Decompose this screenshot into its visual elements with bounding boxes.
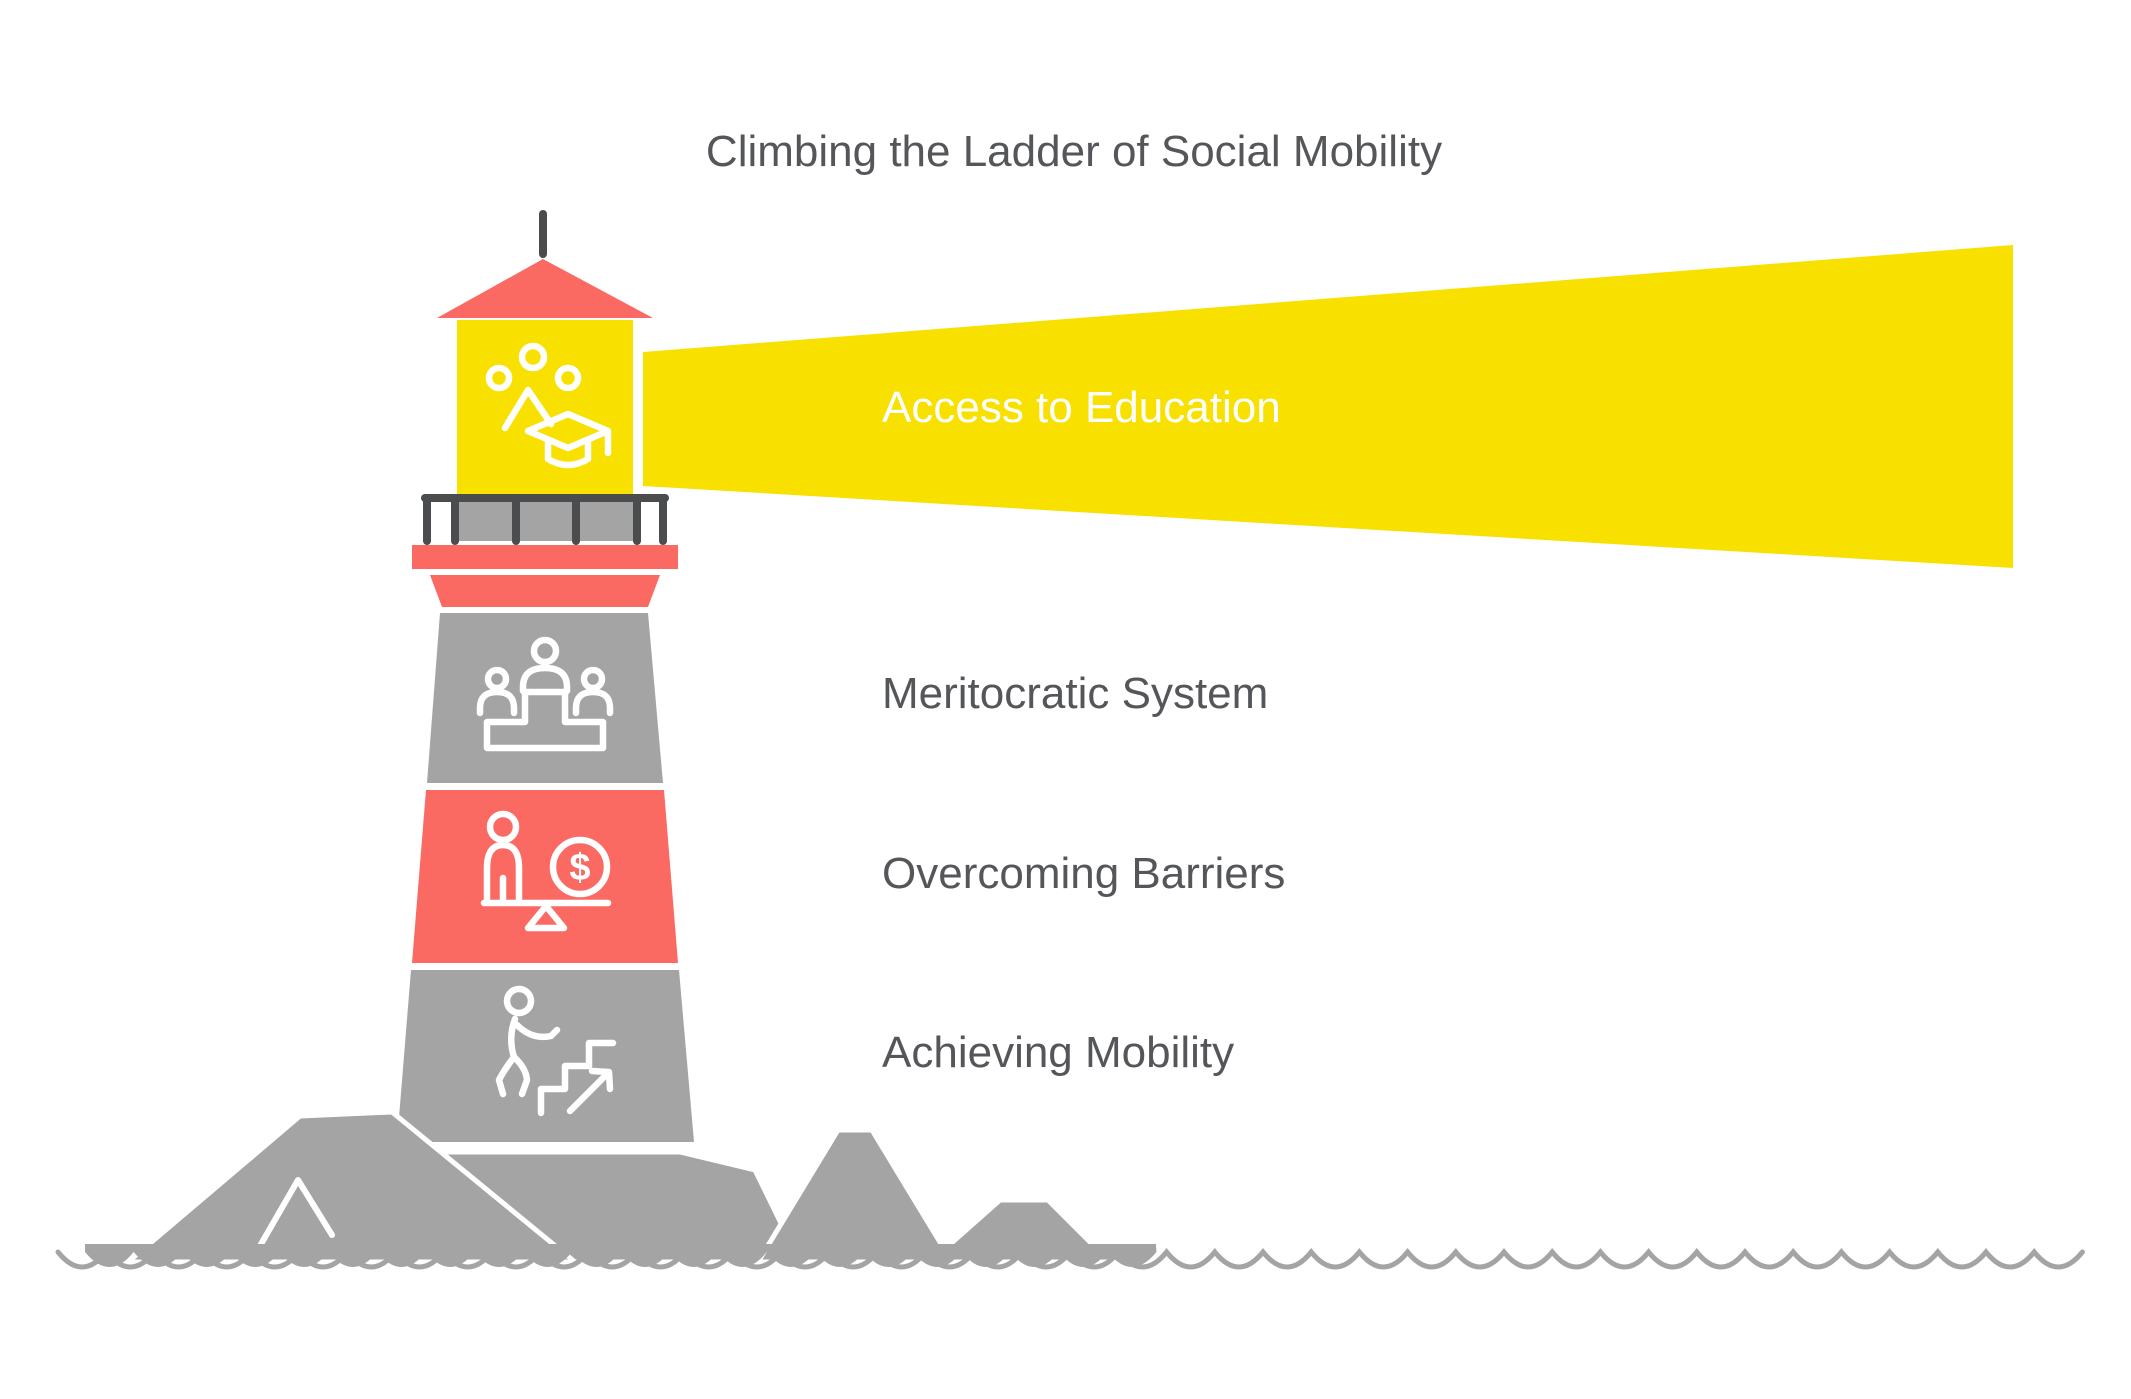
podium-people-icon <box>476 636 614 752</box>
tower-section-barriers <box>412 790 678 963</box>
gallery-railing <box>421 494 669 545</box>
rock-right-peak <box>755 1127 955 1265</box>
person-dollar-balance-icon: $ <box>480 810 612 932</box>
person-climbing-stairs-icon <box>495 985 617 1117</box>
tower-section-mobility <box>397 970 694 1142</box>
light-beam <box>643 245 2013 568</box>
lantern-room <box>457 320 633 494</box>
wave-filled-band <box>85 1244 1157 1267</box>
dollar-sign-glyph: $ <box>569 847 590 889</box>
section-label-overcoming-barriers: Overcoming Barriers <box>882 849 1286 898</box>
rock-island <box>125 1109 1161 1265</box>
page-title: Climbing the Ladder of Social Mobility <box>705 127 1443 176</box>
scatter-graduation-cap-icon <box>485 342 612 469</box>
section-label-meritocratic-system: Meritocratic System <box>882 669 1269 718</box>
rock-crack <box>250 1177 335 1261</box>
collar-band <box>412 545 678 569</box>
lighthouse-roof <box>437 259 653 318</box>
gallery-deck <box>455 500 637 541</box>
section-label-achieving-mobility: Achieving Mobility <box>882 1028 1235 1077</box>
beam-label-access-to-education: Access to Education <box>882 383 1281 432</box>
collar-taper <box>430 575 660 607</box>
rock-left-peak <box>125 1109 578 1265</box>
